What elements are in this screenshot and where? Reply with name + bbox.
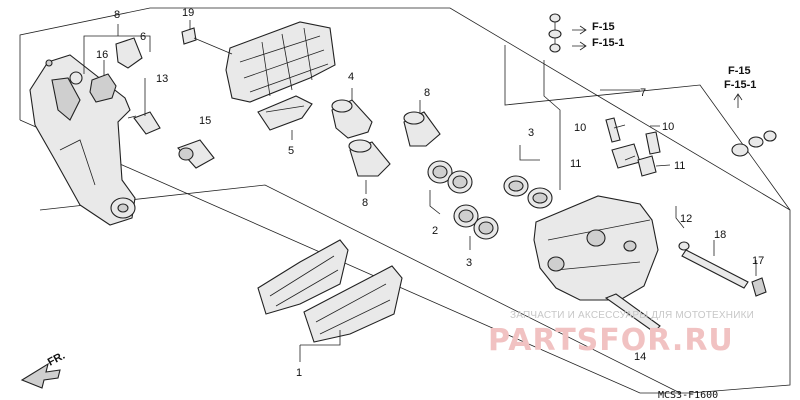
pin-18: [681, 249, 749, 289]
pin-bolt-13: [127, 111, 161, 135]
pad-retainer-5: [257, 95, 313, 131]
piston-8-upper: [403, 111, 441, 147]
seals-2: [427, 160, 473, 194]
callout-2: 2: [432, 225, 438, 237]
reference-arrow-right: [733, 93, 743, 108]
callout-17: 17: [752, 255, 764, 267]
cap-11-left: [611, 143, 641, 169]
callout-7: 7: [640, 87, 646, 99]
reference-arrow-top: [572, 25, 587, 51]
watermark-tagline: ЗАПЧАСТИ И АКСЕССУАРЫ ДЛЯ МОТОТЕХНИКИ: [510, 310, 754, 321]
caliper-body: [533, 195, 659, 301]
fr-arrow-icon: [20, 362, 61, 389]
callout-14: 14: [634, 351, 646, 363]
diagram-code: MCS3-F1600: [658, 390, 718, 400]
reference-f15-1-right: F-15-1: [724, 79, 756, 91]
reference-f15-1-top: F-15-1: [592, 37, 624, 49]
callout-8-bracket: 8: [114, 9, 120, 21]
callout-4: 4: [348, 71, 354, 83]
callout-11-right: 11: [674, 160, 685, 172]
pad-spring-6: [115, 37, 143, 69]
watermark-brand: PARTSFOR.RU: [488, 323, 734, 358]
callout-8-piston-upper: 8: [424, 87, 430, 99]
washer-12: [678, 241, 690, 251]
cap-17: [751, 277, 767, 297]
brake-pad-upper: [257, 239, 349, 315]
callout-3-right: 3: [528, 127, 534, 139]
seals-3-right: [503, 175, 553, 209]
bleeder-10-left: [605, 117, 621, 143]
sleeve-15: [177, 139, 215, 169]
callout-12: 12: [680, 213, 692, 225]
callout-18: 18: [714, 229, 726, 241]
brake-pad-lower: [303, 265, 403, 343]
washer-stack-right: [731, 130, 777, 157]
callout-11-left: 11: [570, 158, 581, 170]
callout-5: 5: [288, 145, 294, 157]
callout-1: 1: [296, 367, 302, 379]
callout-15: 15: [199, 115, 211, 127]
bolt-19: [181, 27, 233, 55]
callout-10-right: 10: [662, 121, 674, 133]
boot-part-16: [89, 73, 117, 103]
callout-6: 6: [140, 31, 146, 43]
cap-11-right: [637, 155, 657, 177]
fr-label: FR.: [46, 350, 67, 369]
seals-3-left: [453, 204, 499, 240]
callout-8-piston-lower: 8: [362, 197, 368, 209]
reference-f15-right: F-15: [728, 65, 751, 77]
reference-f15-top: F-15: [592, 21, 615, 33]
caliper-half-top: [225, 21, 336, 103]
callout-10-left: 10: [574, 122, 586, 134]
caliper-bracket: [29, 54, 136, 226]
bolt-14: [604, 293, 661, 333]
piston-8-lower: [348, 139, 391, 177]
callout-16: 16: [96, 49, 108, 61]
leader-lines: [83, 20, 757, 362]
callout-19: 19: [182, 7, 194, 19]
piston-4: [331, 99, 373, 139]
bleeder-10-right: [645, 131, 661, 155]
top-fitting-stack: [548, 13, 562, 53]
callout-3-left: 3: [466, 257, 472, 269]
callout-13: 13: [156, 73, 168, 85]
